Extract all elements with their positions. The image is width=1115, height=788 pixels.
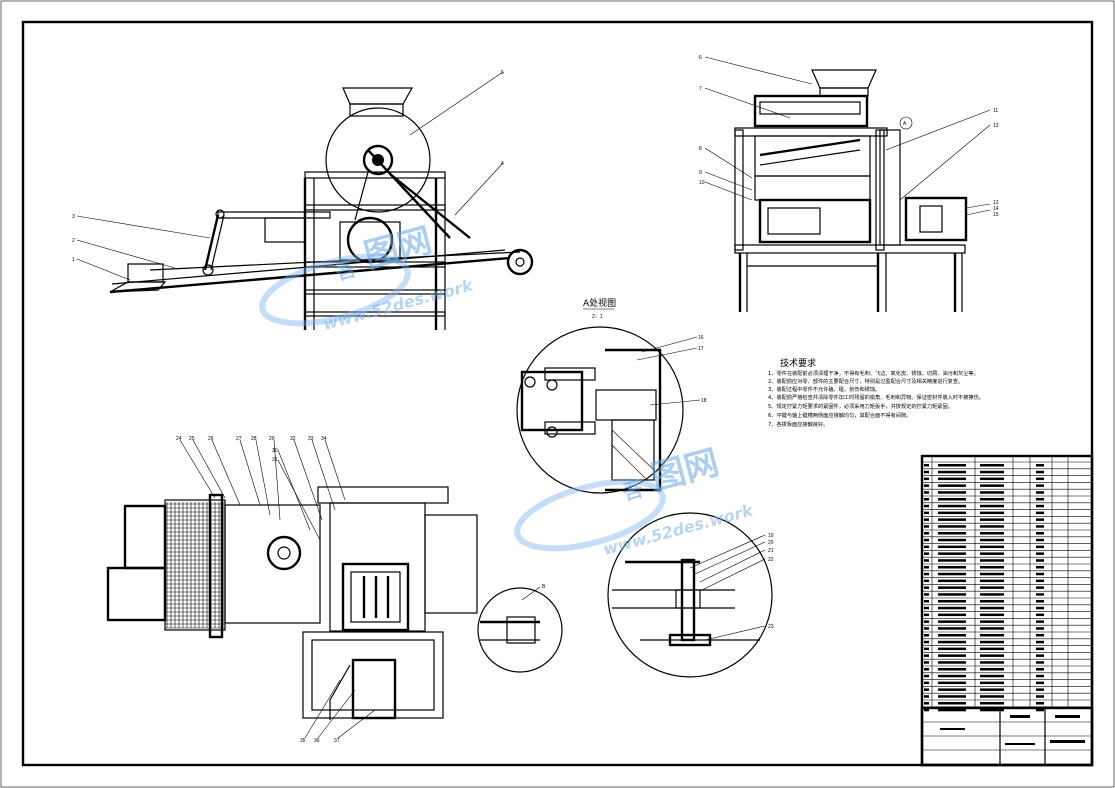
requirement-3: 3、装配过程中零件不允许磕、碰、划伤和锈蚀。 — [768, 385, 880, 393]
detail-a-view: A处视图 2：1 16 17 18 — [516, 297, 707, 494]
watermark-logo-text-2: 图网 — [647, 442, 723, 498]
label-detail-b-22: 22 — [768, 557, 774, 563]
label-side-9: 9 — [699, 170, 702, 176]
label-detail-b-21: 21 — [768, 548, 774, 554]
label-top-35: 35 — [300, 738, 306, 744]
label-detail-b-20: 20 — [768, 540, 774, 546]
side-view: A 6 7 8 9 10 11 12 13 14 15 — [699, 55, 999, 312]
watermark-logo-text: 图网 — [360, 220, 436, 276]
label-top-36: 36 — [314, 738, 320, 744]
label-top-24: 24 — [176, 436, 182, 442]
label-top-28: 28 — [251, 436, 257, 442]
label-front-0: 1 — [72, 257, 75, 263]
label-top-33: 33 — [308, 436, 314, 442]
bom-rows — [922, 456, 1092, 712]
label-front-1: 2 — [72, 238, 75, 244]
watermark-url: www.52des.work — [321, 275, 476, 334]
label-top-30: 30 — [272, 448, 278, 454]
label-side-14: 14 — [993, 206, 999, 212]
requirements-heading: 技术要求 — [780, 357, 816, 369]
label-top-29: 29 — [269, 436, 275, 442]
label-front-3: 4 — [501, 161, 504, 167]
label-detail-b-19: 19 — [768, 533, 774, 539]
requirement-6: 6、平键与轴上键槽两侧面应接触均匀，其配合面不得有间隙。 — [768, 411, 911, 419]
label-side-15: 15 — [993, 212, 999, 218]
label-side-13: 13 — [993, 200, 999, 206]
label-side-7: 7 — [699, 86, 702, 92]
label-side-11: 11 — [993, 108, 998, 114]
label-detail-marker-a: A — [903, 121, 907, 127]
watermark-top: 图网 吾 www.52des.work — [259, 220, 476, 334]
front-view: 5 4 3 2 1 — [72, 70, 534, 330]
label-detail-b-marker: B — [542, 584, 546, 590]
technical-requirements: 技术要求 1、零件在装配前必须清理干净，不得有毛刺、飞边、氧化皮、锈蚀、切屑、油… — [768, 357, 984, 428]
label-top-32: 32 — [290, 436, 296, 442]
detail-a-title: A处视图 — [583, 297, 616, 309]
label-front-4: 5 — [501, 70, 504, 76]
label-side-12: 12 — [993, 123, 999, 129]
requirement-4: 4、装配前严格检查并清除零件加工时残留的锐角、毛刺和异物。保证密封件装入时不被擦… — [768, 393, 984, 401]
watermark-middle: 图网 吾 www.52des.work — [514, 442, 756, 559]
label-detail-a-18: 18 — [701, 398, 707, 404]
label-side-8: 8 — [699, 146, 702, 152]
detail-b-view: 19 20 21 22 23 — [607, 512, 774, 678]
label-top-34: 34 — [321, 436, 327, 442]
label-detail-a-17: 17 — [698, 346, 704, 352]
requirement-2: 2、装配前应对零、部件的主要配合尺寸，特别是过盈配合尺寸及相关精度进行复查。 — [768, 377, 963, 385]
label-side-10: 10 — [699, 180, 705, 186]
watermark-logo-prefix: 吾 — [333, 256, 359, 284]
label-top-37: 37 — [334, 738, 340, 744]
label-side-6: 6 — [699, 55, 702, 61]
requirement-7: 7、各拨板面应接触良好。 — [768, 420, 828, 428]
requirement-1: 1、零件在装配前必须清理干净，不得有毛刺、飞边、氧化皮、锈蚀、切屑、油污和灰尘等… — [768, 369, 979, 377]
inner-frame — [21, 20, 1094, 767]
label-top-27: 27 — [236, 436, 242, 442]
parts-list-table — [920, 454, 1094, 767]
label-top-31: 31 — [272, 457, 278, 463]
title-block — [920, 706, 1094, 767]
detail-a-scale: 2：1 — [592, 314, 603, 320]
label-front-2: 3 — [72, 214, 75, 220]
label-top-25: 25 — [189, 436, 195, 442]
label-detail-a-16: 16 — [698, 335, 704, 341]
label-detail-b-23: 23 — [768, 624, 774, 630]
label-top-26: 26 — [208, 436, 214, 442]
requirement-5: 5、规定拧紧力矩要求的紧固件，必须采用力矩扳手，并按规定的拧紧力矩紧固。 — [768, 402, 953, 410]
top-view: B 24 25 26 27 28 29 30 31 32 33 34 35 36… — [106, 436, 563, 744]
mesh-screen — [165, 502, 225, 629]
